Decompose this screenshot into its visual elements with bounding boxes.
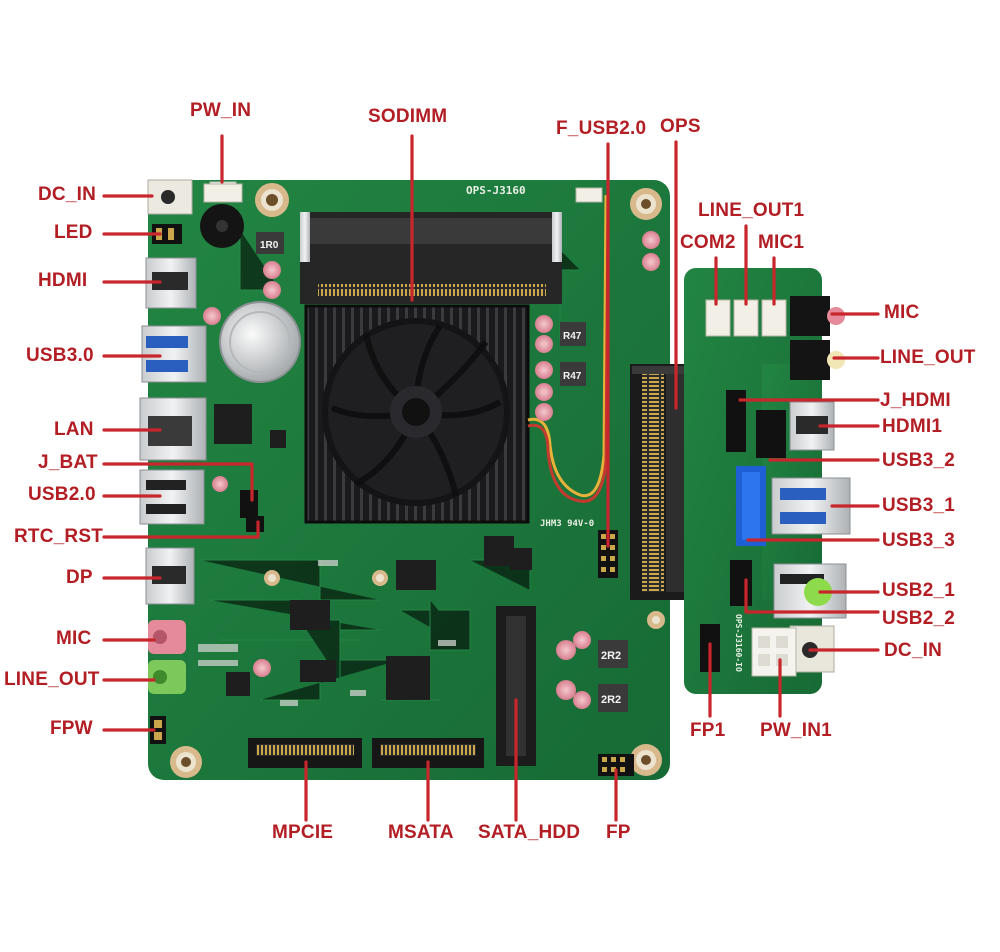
- rtc-battery: [219, 301, 301, 383]
- mic-jack: [148, 620, 186, 654]
- label-mic1: MIC1: [758, 232, 805, 253]
- usb3-port: [141, 325, 207, 383]
- mounting-holes: [170, 183, 665, 778]
- label-lan: LAN: [54, 419, 94, 440]
- lan-port: [139, 397, 207, 461]
- label-j-hdmi: J_HDMI: [880, 390, 951, 411]
- j-bat-header: [240, 490, 258, 518]
- label-fp1: FP1: [690, 720, 726, 741]
- label-usb3-2: USB3_2: [882, 450, 956, 471]
- inductor-2r2-b-label: 2R2: [601, 694, 621, 706]
- label-rtc-rst: RTC_RST: [14, 526, 104, 547]
- pw-in1-connector: [751, 627, 797, 677]
- label-hdmi: HDMI: [38, 270, 88, 291]
- pcb-mark: JHM3 94V-0: [540, 519, 594, 529]
- leader-j-bat: [102, 462, 254, 502]
- label-line-out: LINE_OUT: [4, 669, 100, 690]
- io-board: OPS-J3160-IO: [684, 268, 851, 694]
- capacitors-bottom: [253, 631, 591, 709]
- fpw-header: [150, 716, 166, 744]
- label-msata: MSATA: [388, 822, 454, 843]
- label-com2: COM2: [680, 232, 736, 253]
- label-mic: MIC: [56, 628, 92, 649]
- inductor-r47-a-label: R47: [563, 331, 582, 342]
- leader-rtc-rst: [102, 520, 260, 539]
- ics: [214, 404, 532, 700]
- usb3-2-header: [756, 410, 786, 458]
- fp-header: [598, 754, 634, 776]
- label-usb2-1: USB2_1: [882, 580, 956, 601]
- io-mic-jack: [790, 296, 845, 336]
- sodimm-slot: [300, 212, 562, 304]
- label-hdmi1: HDMI1: [882, 416, 943, 437]
- label-mpcie: MPCIE: [272, 822, 334, 843]
- label-pw-in: PW_IN: [190, 100, 252, 121]
- label-fp: FP: [606, 822, 631, 843]
- f-usb-header: [598, 530, 618, 578]
- label-f-usb: F_USB2.0: [556, 118, 647, 139]
- line-out1-header: [733, 299, 759, 337]
- label-dc-in: DC_IN: [38, 184, 97, 205]
- label-usb2-2: USB2_2: [882, 608, 956, 629]
- j-hdmi-header: [726, 390, 746, 452]
- label-sodimm: SODIMM: [368, 106, 448, 127]
- label-fpw: FPW: [50, 718, 93, 739]
- label-ops: OPS: [660, 116, 701, 137]
- inductor-1r0-label: 1R0: [260, 240, 279, 251]
- label-pw-in1: PW_IN1: [760, 720, 832, 741]
- com2-header: [705, 299, 731, 337]
- dp-port: [145, 547, 195, 605]
- io-board-name: OPS-J3160-IO: [734, 614, 743, 672]
- label-usb3-3: USB3_3: [882, 530, 956, 551]
- label-led: LED: [54, 222, 93, 243]
- inductor-2r2-a-label: 2R2: [601, 650, 621, 662]
- main-board: OPS-J3160: [139, 179, 670, 780]
- leader-usb2-2: [744, 578, 880, 614]
- board-name: OPS-J3160: [466, 184, 526, 197]
- label-dp: DP: [66, 567, 93, 588]
- label-mic-right: MIC: [884, 302, 920, 323]
- dc-in-jack: [147, 179, 193, 215]
- label-line-out1: LINE_OUT1: [698, 200, 805, 221]
- cpu-heatsink-fan: [304, 304, 530, 524]
- label-j-bat: J_BAT: [38, 452, 98, 473]
- label-usb2: USB2.0: [28, 484, 96, 505]
- label-sata-hdd: SATA_HDD: [478, 822, 581, 843]
- label-usb3: USB3.0: [26, 345, 94, 366]
- pw-in-header: [203, 183, 243, 203]
- line-out-jack: [148, 660, 186, 694]
- rtc-rst-header: [246, 516, 264, 532]
- leader-lines: [102, 134, 880, 822]
- capacitors-top: [203, 231, 660, 492]
- label-line-out-right: LINE_OUT: [880, 347, 976, 368]
- inductor-r47-b-label: R47: [563, 371, 582, 382]
- io-line-out-jack: [790, 340, 845, 380]
- label-dc-in-right: DC_IN: [884, 640, 943, 661]
- usb2-2-header: [730, 560, 752, 606]
- label-usb3-1: USB3_1: [882, 495, 956, 516]
- usb3-3-header: [736, 466, 766, 546]
